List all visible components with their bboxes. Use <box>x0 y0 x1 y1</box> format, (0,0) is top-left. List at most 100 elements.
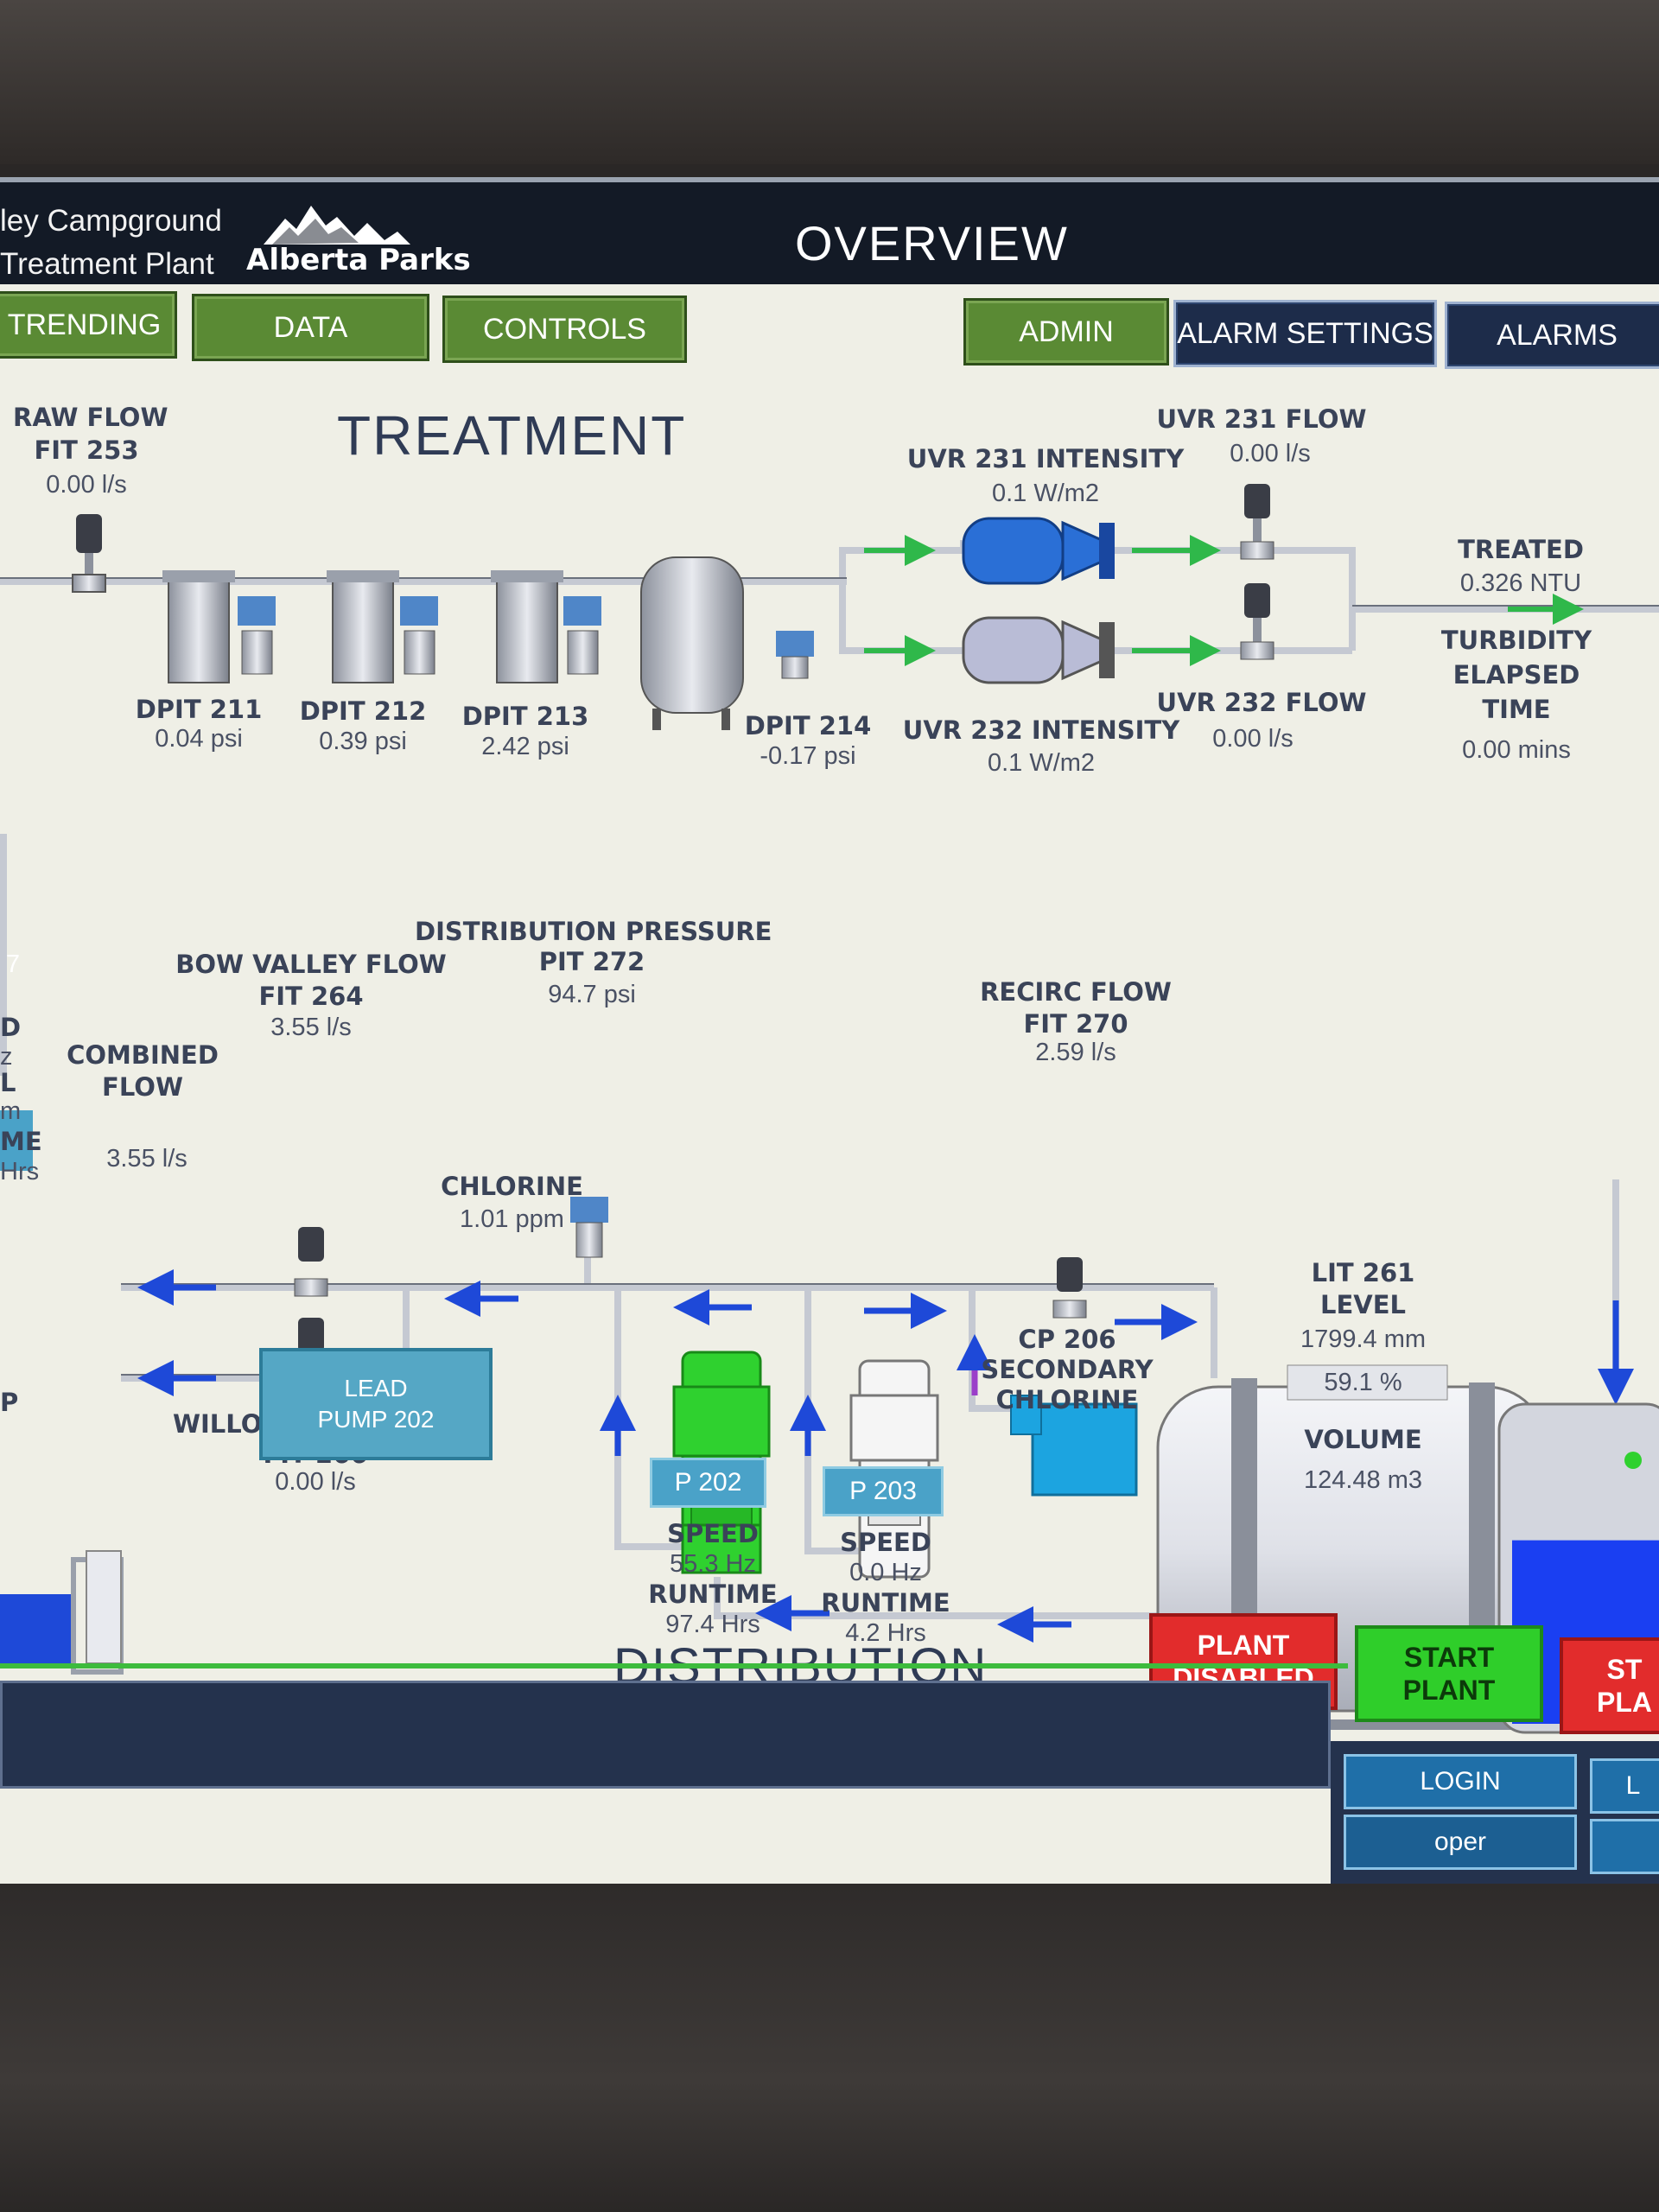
filter-213-icon <box>491 570 601 683</box>
bow-valley-flow-meter-icon <box>294 1227 328 1297</box>
raw-flow-label: RAW FLOW <box>13 403 168 432</box>
nav-admin-button[interactable]: ADMIN <box>963 298 1169 365</box>
pump-202-tag[interactable]: P 202 <box>650 1458 766 1508</box>
site-name: ley Campground Treatment Plant <box>0 200 222 286</box>
raw-flow-meter-icon <box>72 514 106 593</box>
nav-data-button[interactable]: DATA <box>192 294 429 361</box>
dpit-214-label: DPIT 214 <box>744 711 872 741</box>
start-plant-label-2: PLANT <box>1402 1675 1496 1706</box>
pump-203-runtime-value: 4.2 Hrs <box>845 1619 926 1647</box>
bow-valley-flow-label: BOW VALLEY FLOW <box>175 950 447 979</box>
dpit-211-value: 0.04 psi <box>155 725 243 753</box>
dpit-213-label: DPIT 213 <box>461 702 589 731</box>
bow-valley-flow-value: 3.55 l/s <box>270 1014 352 1041</box>
treatment-title: TREATMENT <box>337 404 687 467</box>
tank-level-percent: 59.1 % <box>1324 1369 1402 1396</box>
login-button[interactable]: LOGIN <box>1344 1754 1577 1809</box>
left-partial-d: m <box>0 1097 22 1125</box>
uv-reactor-231-icon <box>962 517 1115 585</box>
pump-202-runtime-value: 97.4 Hrs <box>665 1611 760 1638</box>
uvr-231-flow-meter-icon <box>1240 484 1274 560</box>
nav-controls-button[interactable]: CONTROLS <box>442 296 687 363</box>
dpit-213-value: 2.42 psi <box>481 733 569 760</box>
tank-tag: LIT 261 <box>1311 1258 1415 1287</box>
left-partial-g: P <box>0 1388 19 1417</box>
uvr-231-intensity-value: 0.1 W/m2 <box>991 480 1100 507</box>
dpit-212-label: DPIT 212 <box>299 696 427 726</box>
filter-211-icon <box>162 570 276 683</box>
willow-rock-flow-value: 0.00 l/s <box>275 1468 356 1496</box>
mountain-logo-icon <box>264 206 410 245</box>
stop-plant-label-2: PLA <box>1597 1687 1652 1718</box>
cp206-label-3: CHLORINE <box>995 1385 1139 1414</box>
recirc-flow-meter-icon <box>1052 1257 1087 1319</box>
header-bar: ley Campground Treatment Plant Alberta P… <box>0 177 1659 284</box>
logo-text: Alberta Parks <box>246 243 471 277</box>
uvr-231-flow-label: UVR 231 FLOW <box>1156 404 1367 434</box>
dpit-214-value: -0.17 psi <box>760 742 856 770</box>
pump-202-speed-label: SPEED <box>667 1519 759 1548</box>
distribution-pressure-tag: PIT 272 <box>538 947 645 976</box>
lead-pump-label-1: LEAD <box>344 1375 408 1402</box>
monitor-bezel-top <box>0 0 1659 164</box>
pump-203-runtime-label: RUNTIME <box>821 1588 950 1618</box>
nav-alarms-button[interactable]: ALARMS <box>1445 302 1659 369</box>
pump-203-speed-label: SPEED <box>840 1528 931 1557</box>
uvr-232-intensity-value: 0.1 W/m2 <box>987 749 1096 777</box>
pump-203-tag[interactable]: P 203 <box>823 1466 944 1516</box>
uvr-231-flow-value: 0.00 l/s <box>1230 440 1311 467</box>
uvr-231-intensity-label: UVR 231 INTENSITY <box>906 444 1185 474</box>
pressure-vessel-icon <box>640 556 744 730</box>
left-partial-e: ME <box>0 1127 42 1156</box>
pump-203-speed-value: 0.0 Hz <box>849 1559 922 1586</box>
combined-flow-value: 3.55 l/s <box>106 1145 188 1173</box>
site-name-line1: ley Campground <box>0 204 222 238</box>
start-plant-label-1: START <box>1403 1642 1495 1673</box>
dpit-214-icon <box>776 631 814 679</box>
secondary-login-field <box>1590 1819 1659 1874</box>
left-partial-b: z <box>0 1043 13 1071</box>
uvr-232-flow-value: 0.00 l/s <box>1212 725 1294 753</box>
distribution-pressure-value: 94.7 psi <box>548 981 636 1008</box>
logout-button[interactable]: L <box>1590 1758 1659 1814</box>
left-partial-f: Hrs <box>0 1158 40 1185</box>
turbidity-elapsed-value: 0.00 mins <box>1462 736 1571 764</box>
lead-pump-label-2: PUMP 202 <box>317 1406 435 1433</box>
footer-divider <box>0 1663 1348 1669</box>
dpit-212-value: 0.39 psi <box>319 728 407 755</box>
lead-pump-button[interactable]: LEAD PUMP 202 <box>259 1348 493 1460</box>
combined-flow-label-2: FLOW <box>102 1072 183 1102</box>
treated-label: TREATED <box>1458 535 1584 564</box>
combined-flow-label-1: COMBINED <box>67 1040 219 1070</box>
left-partial-c: L <box>0 1068 16 1097</box>
chlorine-label: CHLORINE <box>441 1172 583 1201</box>
bow-valley-flow-tag: FIT 264 <box>258 982 364 1011</box>
tank-level-label: LEVEL <box>1319 1290 1407 1319</box>
nav-alarm-settings-button[interactable]: ALARM SETTINGS <box>1173 300 1437 367</box>
cp206-label-1: CP 206 <box>1018 1325 1116 1354</box>
left-partial-equipment <box>0 834 124 1675</box>
turbidity-elapsed-label-1: TURBIDITY <box>1440 626 1592 655</box>
uvr-232-flow-label: UVR 232 FLOW <box>1156 688 1367 717</box>
uvr-232-intensity-label: UVR 232 INTENSITY <box>902 715 1180 745</box>
left-badge-text: 7 <box>5 950 21 978</box>
raw-flow-tag: FIT 253 <box>34 435 139 465</box>
recirc-flow-tag: FIT 270 <box>1023 1009 1128 1039</box>
monitor-bezel-bottom <box>0 1884 1659 2212</box>
distribution-pressure-label: DISTRIBUTION PRESSURE <box>415 917 772 946</box>
plant-disabled-label-1: PLANT <box>1197 1630 1290 1661</box>
stop-plant-label-1: ST <box>1606 1654 1643 1685</box>
tank-volume-value: 124.48 m3 <box>1303 1466 1423 1494</box>
site-name-line2: Treatment Plant <box>0 247 214 281</box>
turbidity-elapsed-label-3: TIME <box>1482 695 1551 724</box>
chlorine-value: 1.01 ppm <box>460 1205 564 1233</box>
current-user: oper <box>1344 1815 1577 1870</box>
distribution-pressure-transmitter-icon <box>570 1197 608 1258</box>
recirc-flow-value: 2.59 l/s <box>1035 1039 1116 1066</box>
filter-212-icon <box>327 570 438 683</box>
left-partial-a: D <box>0 1013 22 1042</box>
uv-reactor-232-icon <box>962 616 1115 684</box>
nav-trending-button[interactable]: TRENDING <box>0 291 177 359</box>
